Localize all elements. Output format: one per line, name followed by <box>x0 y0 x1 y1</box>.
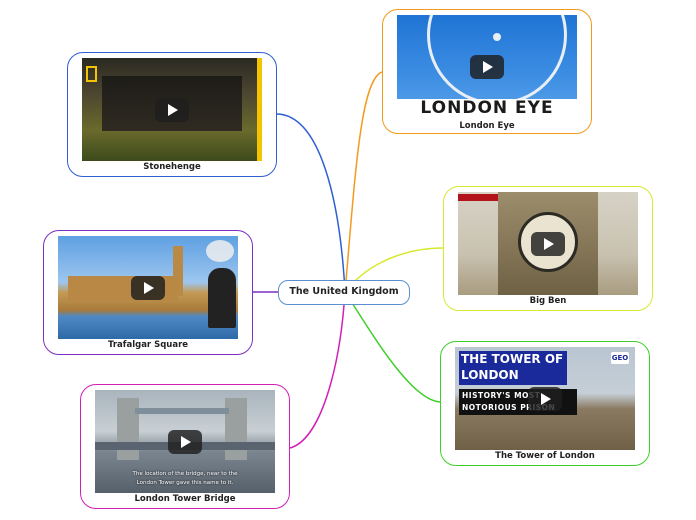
play-button-icon[interactable] <box>131 275 165 300</box>
branch-tower-of-london <box>344 291 441 403</box>
central-topic[interactable]: The United Kingdom <box>278 280 410 305</box>
play-button-icon[interactable] <box>155 97 189 122</box>
node-label: London Tower Bridge <box>134 494 236 504</box>
branch-stonehenge <box>276 113 346 293</box>
node-label: London Eye <box>459 121 515 131</box>
natgeo-logo-icon <box>86 66 97 82</box>
node-big-ben[interactable]: Big Ben <box>443 186 653 311</box>
node-label: Stonehenge <box>143 162 201 172</box>
geo-logo-icon: GEO <box>611 354 629 362</box>
node-trafalgar-square[interactable]: Trafalgar Square <box>43 230 253 355</box>
play-button-icon[interactable] <box>528 386 562 411</box>
node-label: Trafalgar Square <box>107 340 189 350</box>
video-overlay-title: THE TOWER OF LONDON <box>461 352 564 382</box>
node-label: Big Ben <box>529 296 567 306</box>
node-london-eye[interactable]: LONDON EYE London Eye <box>382 9 592 134</box>
video-overlay-title: LONDON EYE <box>420 98 554 118</box>
branch-london-eye <box>344 71 383 293</box>
video-overlay-subtitle: HISTORY'S MOST NOTORIOUS PRISON <box>462 391 556 412</box>
branch-tower-bridge <box>289 291 346 449</box>
video-thumbnail-tower-of-london[interactable]: THE TOWER OF LONDON HISTORY'S MOST NOTOR… <box>455 347 635 450</box>
video-thumbnail-big-ben[interactable] <box>458 192 638 295</box>
play-button-icon[interactable] <box>470 54 504 79</box>
node-label: The Tower of London <box>495 451 595 461</box>
node-tower-of-london[interactable]: THE TOWER OF LONDON HISTORY'S MOST NOTOR… <box>440 341 650 466</box>
play-button-icon[interactable] <box>168 429 202 454</box>
video-thumbnail-trafalgar[interactable] <box>58 236 238 339</box>
video-thumbnail-tower-bridge[interactable]: The location of the bridge, near to the … <box>95 390 275 493</box>
node-stonehenge[interactable]: Stonehenge <box>67 52 277 177</box>
video-thumbnail-stonehenge[interactable] <box>82 58 262 161</box>
video-subtitle: The location of the bridge, near to the … <box>132 471 238 486</box>
video-thumbnail-london-eye[interactable]: LONDON EYE <box>397 15 577 118</box>
node-london-tower-bridge[interactable]: The location of the bridge, near to the … <box>80 384 290 509</box>
play-button-icon[interactable] <box>531 231 565 256</box>
